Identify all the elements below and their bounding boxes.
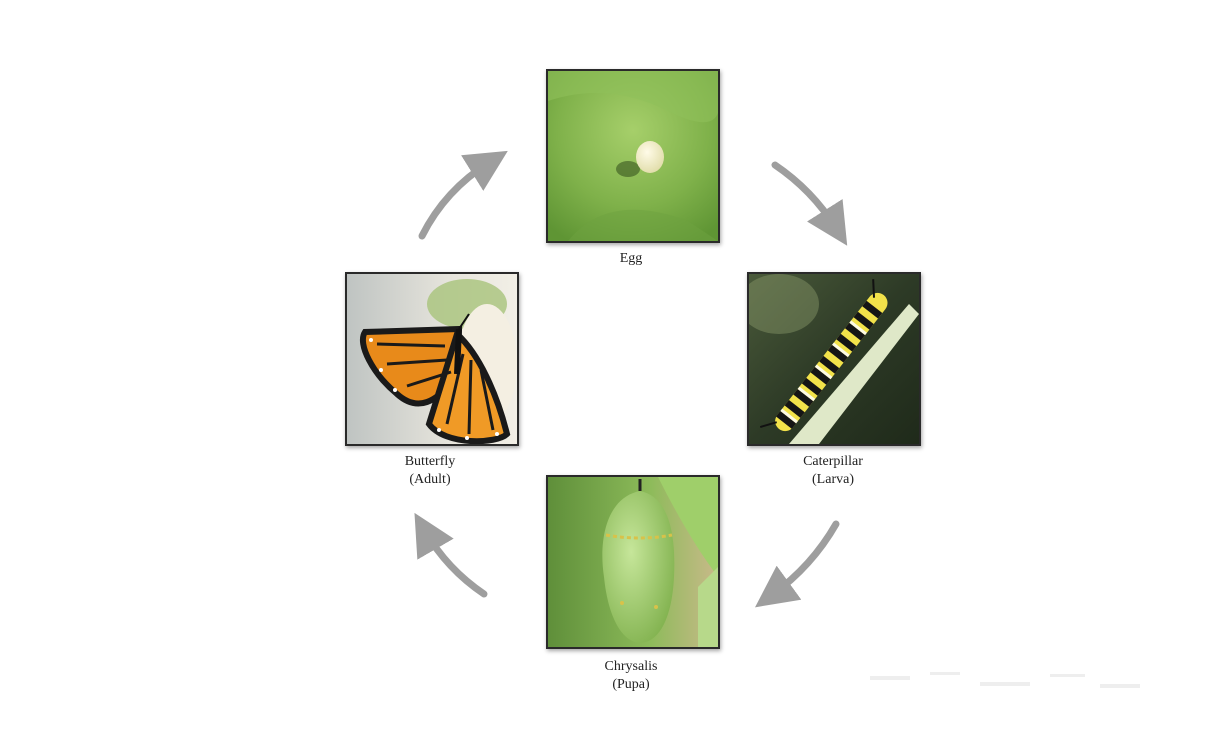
- chrysalis-sublabel: (Pupa): [612, 677, 650, 692]
- egg-caption: Egg: [531, 250, 731, 268]
- butterfly-label: Butterfly: [404, 454, 456, 469]
- caterpillar-sublabel: (Larva): [812, 472, 854, 487]
- arrow-butterfly-to-egg-icon: [418, 150, 508, 240]
- arrow-caterpillar-to-chrysalis-icon: [755, 520, 840, 608]
- arrow-egg-to-caterpillar-icon: [771, 161, 848, 246]
- background-speckle: [870, 672, 1140, 688]
- egg-label: Egg: [619, 251, 643, 266]
- arrow-chrysalis-to-butterfly-icon: [414, 512, 488, 598]
- caterpillar-photo: [747, 272, 921, 446]
- chrysalis-caption: Chrysalis (Pupa): [531, 658, 731, 694]
- butterfly-sublabel: (Adult): [409, 472, 451, 487]
- caterpillar-label: Caterpillar: [803, 454, 863, 469]
- butterfly-caption: Butterfly (Adult): [330, 453, 530, 489]
- caterpillar-caption: Caterpillar (Larva): [733, 453, 933, 489]
- chrysalis-label: Chrysalis: [604, 659, 658, 674]
- butterfly-photo: [345, 272, 519, 446]
- egg-photo: [546, 69, 720, 243]
- chrysalis-photo: [546, 475, 720, 649]
